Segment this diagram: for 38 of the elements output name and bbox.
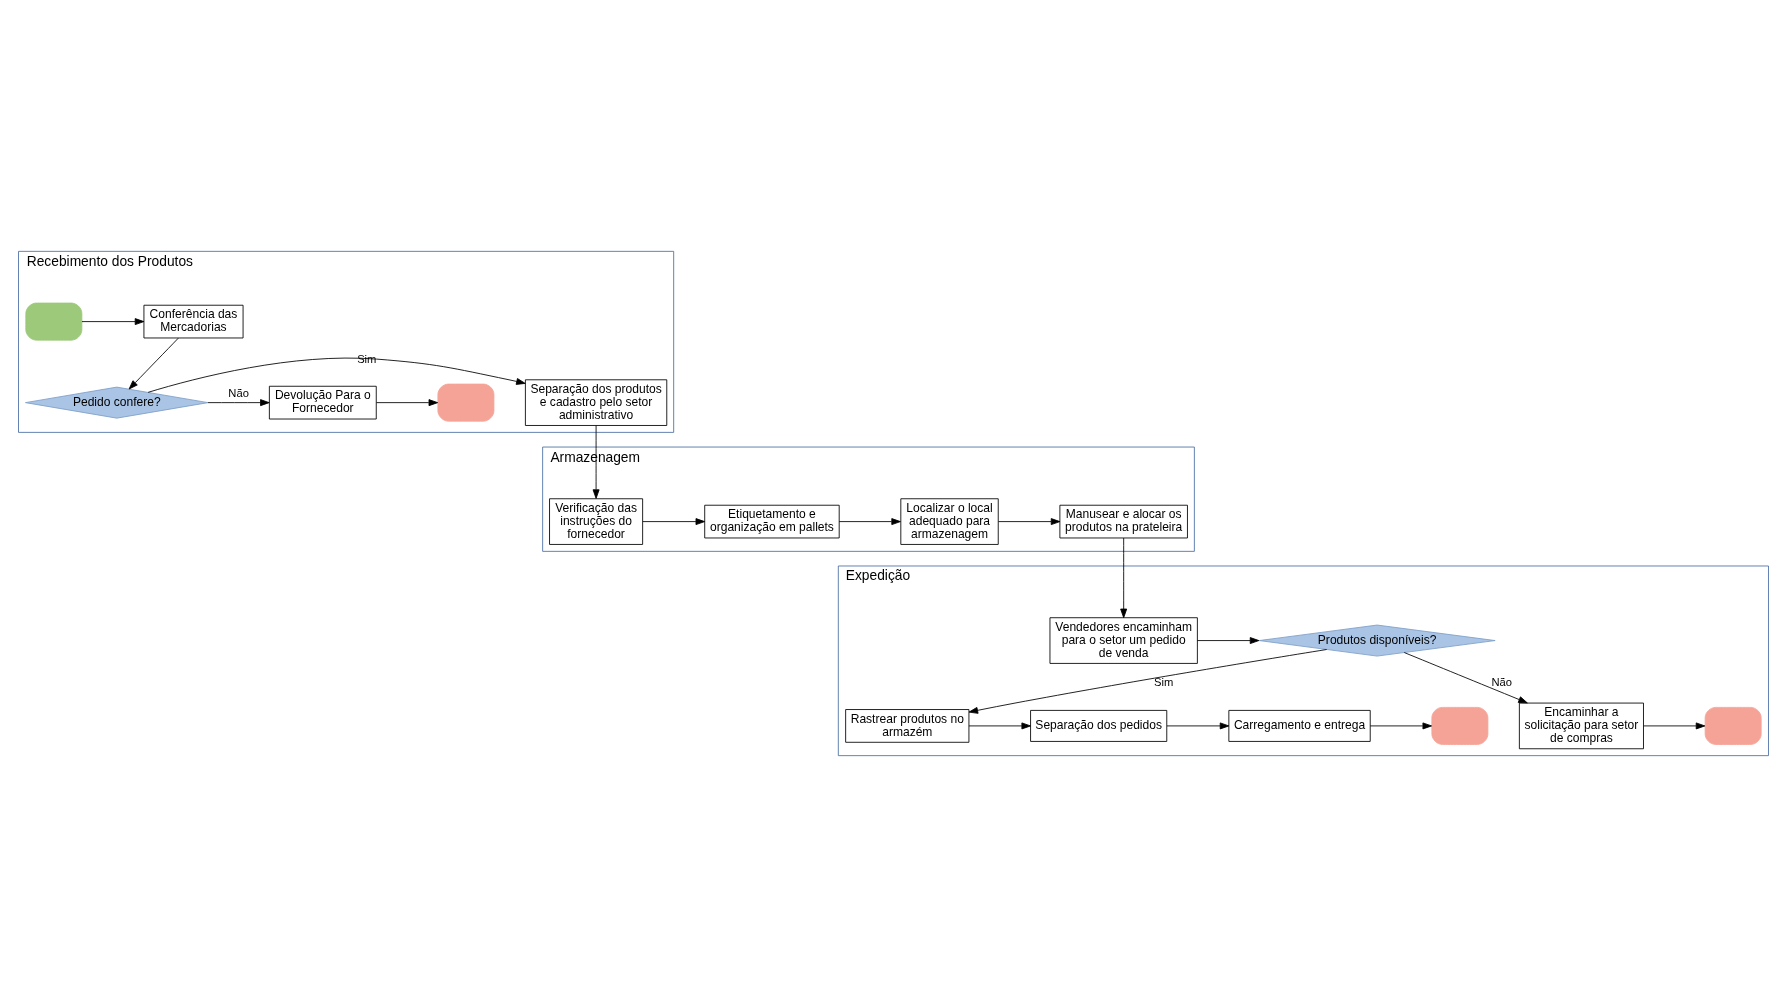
arrow (998, 517, 1061, 525)
node-box: Etiquetamento e organização em pallets (704, 504, 840, 538)
node-box: Carregamento e entrega (1228, 709, 1371, 742)
arrow (1166, 721, 1230, 729)
edge-label: Não (228, 386, 249, 399)
arrow (1643, 721, 1706, 729)
node-box: Localizar o local adequado para armazenagem (900, 497, 999, 545)
node-box (1431, 706, 1489, 745)
arrow (1197, 636, 1260, 644)
arrow (128, 337, 179, 389)
node-box: Separação dos produtos e cadastro pelo setor administrativo (524, 378, 668, 426)
arrow (592, 424, 600, 499)
arrow (838, 517, 901, 525)
node-box (1704, 706, 1762, 745)
node-diamond: Pedido confere? (25, 386, 209, 419)
node-box: Encaminhar a solicitação para setor de compras (1518, 702, 1644, 749)
arrow (1369, 721, 1432, 729)
arrow (968, 648, 1328, 714)
edge-label: Não (1491, 675, 1512, 688)
arrow (642, 517, 706, 525)
arrow (1120, 537, 1128, 618)
node-box: Rastrear produtos no armazém (845, 708, 970, 743)
node-box: Vendedores encaminham para o setor um pedido de venda (1049, 616, 1198, 664)
edge-label: Sim (1154, 675, 1174, 688)
node-box: Separação dos pedidos (1030, 709, 1168, 742)
node-box (437, 383, 495, 422)
arrow (81, 317, 145, 325)
arrow (1403, 651, 1528, 703)
node-box: Manusear e alocar os produtos na prateleira (1059, 504, 1188, 538)
arrow (207, 398, 270, 406)
node-box: Devolução Para o Fornecedor (268, 385, 377, 419)
node-box: Conferência das Mercadorias (143, 304, 244, 338)
arrow (968, 721, 1031, 729)
arrow (376, 398, 439, 406)
node-box (25, 302, 83, 341)
node-diamond: Produtos disponíveis? (1258, 624, 1496, 656)
arrow (147, 357, 526, 393)
node-box: Verificação das instruções do fornecedor (549, 497, 644, 545)
